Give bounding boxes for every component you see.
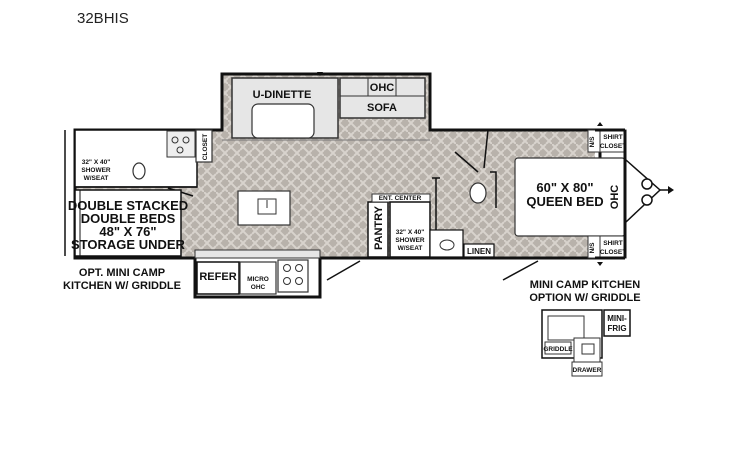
bunks-line-2: DOUBLE BEDS bbox=[81, 211, 176, 226]
dinette-label: U-DINETTE bbox=[253, 89, 312, 101]
ns-top-label: N/S bbox=[589, 136, 596, 148]
bunks-line-4: STORAGE UNDER bbox=[71, 237, 185, 252]
mid-section bbox=[367, 129, 497, 258]
shower-left-size: 32" X 40" bbox=[82, 159, 111, 166]
shower-mid-size: 32" X 40" bbox=[396, 229, 425, 236]
pantry-label: PANTRY bbox=[373, 205, 385, 250]
ent-center-label: ENT. CENTER bbox=[379, 195, 422, 202]
refer-label: REFER bbox=[199, 271, 236, 283]
opt-camp-label-1: OPT. MINI CAMP bbox=[79, 267, 165, 279]
shower-left-label: SHOWER bbox=[81, 167, 111, 174]
shower-mid-label: SHOWER bbox=[395, 237, 425, 244]
shower-left-seat: W/SEAT bbox=[84, 175, 109, 182]
ohc-right-label: OHC bbox=[609, 185, 621, 210]
sofa-label: SOFA bbox=[367, 102, 397, 114]
micro-ohc-label: OHC bbox=[251, 284, 266, 291]
shirt-closet-bot-1: SHIRT bbox=[603, 240, 623, 247]
ns-bottom-label: N/S bbox=[589, 242, 596, 254]
linen-label: LINEN bbox=[467, 247, 491, 256]
shirt-closet-bot-2: CLOSET bbox=[600, 249, 626, 256]
micro-label: MICRO bbox=[247, 276, 269, 283]
door-lines bbox=[64, 130, 539, 281]
mini-frig-label-2: FRIG bbox=[607, 324, 626, 333]
queen-size-label: 60" X 80" bbox=[536, 180, 593, 195]
griddle-label: GRIDDLE bbox=[543, 346, 573, 353]
mini-camp-label-1: MINI CAMP KITCHEN bbox=[530, 279, 640, 291]
shirt-closet-top-1: SHIRT bbox=[603, 134, 623, 141]
bunks-line-1: DOUBLE STACKED bbox=[68, 198, 188, 213]
kitchen-island bbox=[237, 190, 291, 226]
model-name: 32BHIS bbox=[77, 10, 129, 27]
opt-camp-label-2: KITCHEN W/ GRIDDLE bbox=[63, 280, 181, 292]
hitch bbox=[597, 122, 674, 266]
drawer-label: DRAWER bbox=[573, 367, 602, 374]
dinette-slideout bbox=[222, 72, 430, 141]
shower-mid-seat: W/SEAT bbox=[398, 245, 423, 252]
rear-bath bbox=[74, 129, 213, 197]
bunk-beds bbox=[74, 189, 182, 257]
ohc-top-label: OHC bbox=[370, 82, 395, 94]
mini-camp-label-2: OPTION W/ GRIDDLE bbox=[529, 292, 640, 304]
queen-bed-label: QUEEN BED bbox=[526, 194, 603, 209]
mini-frig-label-1: MINI- bbox=[607, 314, 627, 323]
closet-left-label: CLOSET bbox=[202, 134, 209, 160]
kitchen-counter bbox=[194, 249, 321, 295]
shirt-closet-top-2: CLOSET bbox=[600, 143, 626, 150]
queen-bed bbox=[514, 128, 627, 260]
bunks-line-3: 48" X 76" bbox=[99, 224, 156, 239]
mini-camp-inset bbox=[541, 309, 631, 377]
